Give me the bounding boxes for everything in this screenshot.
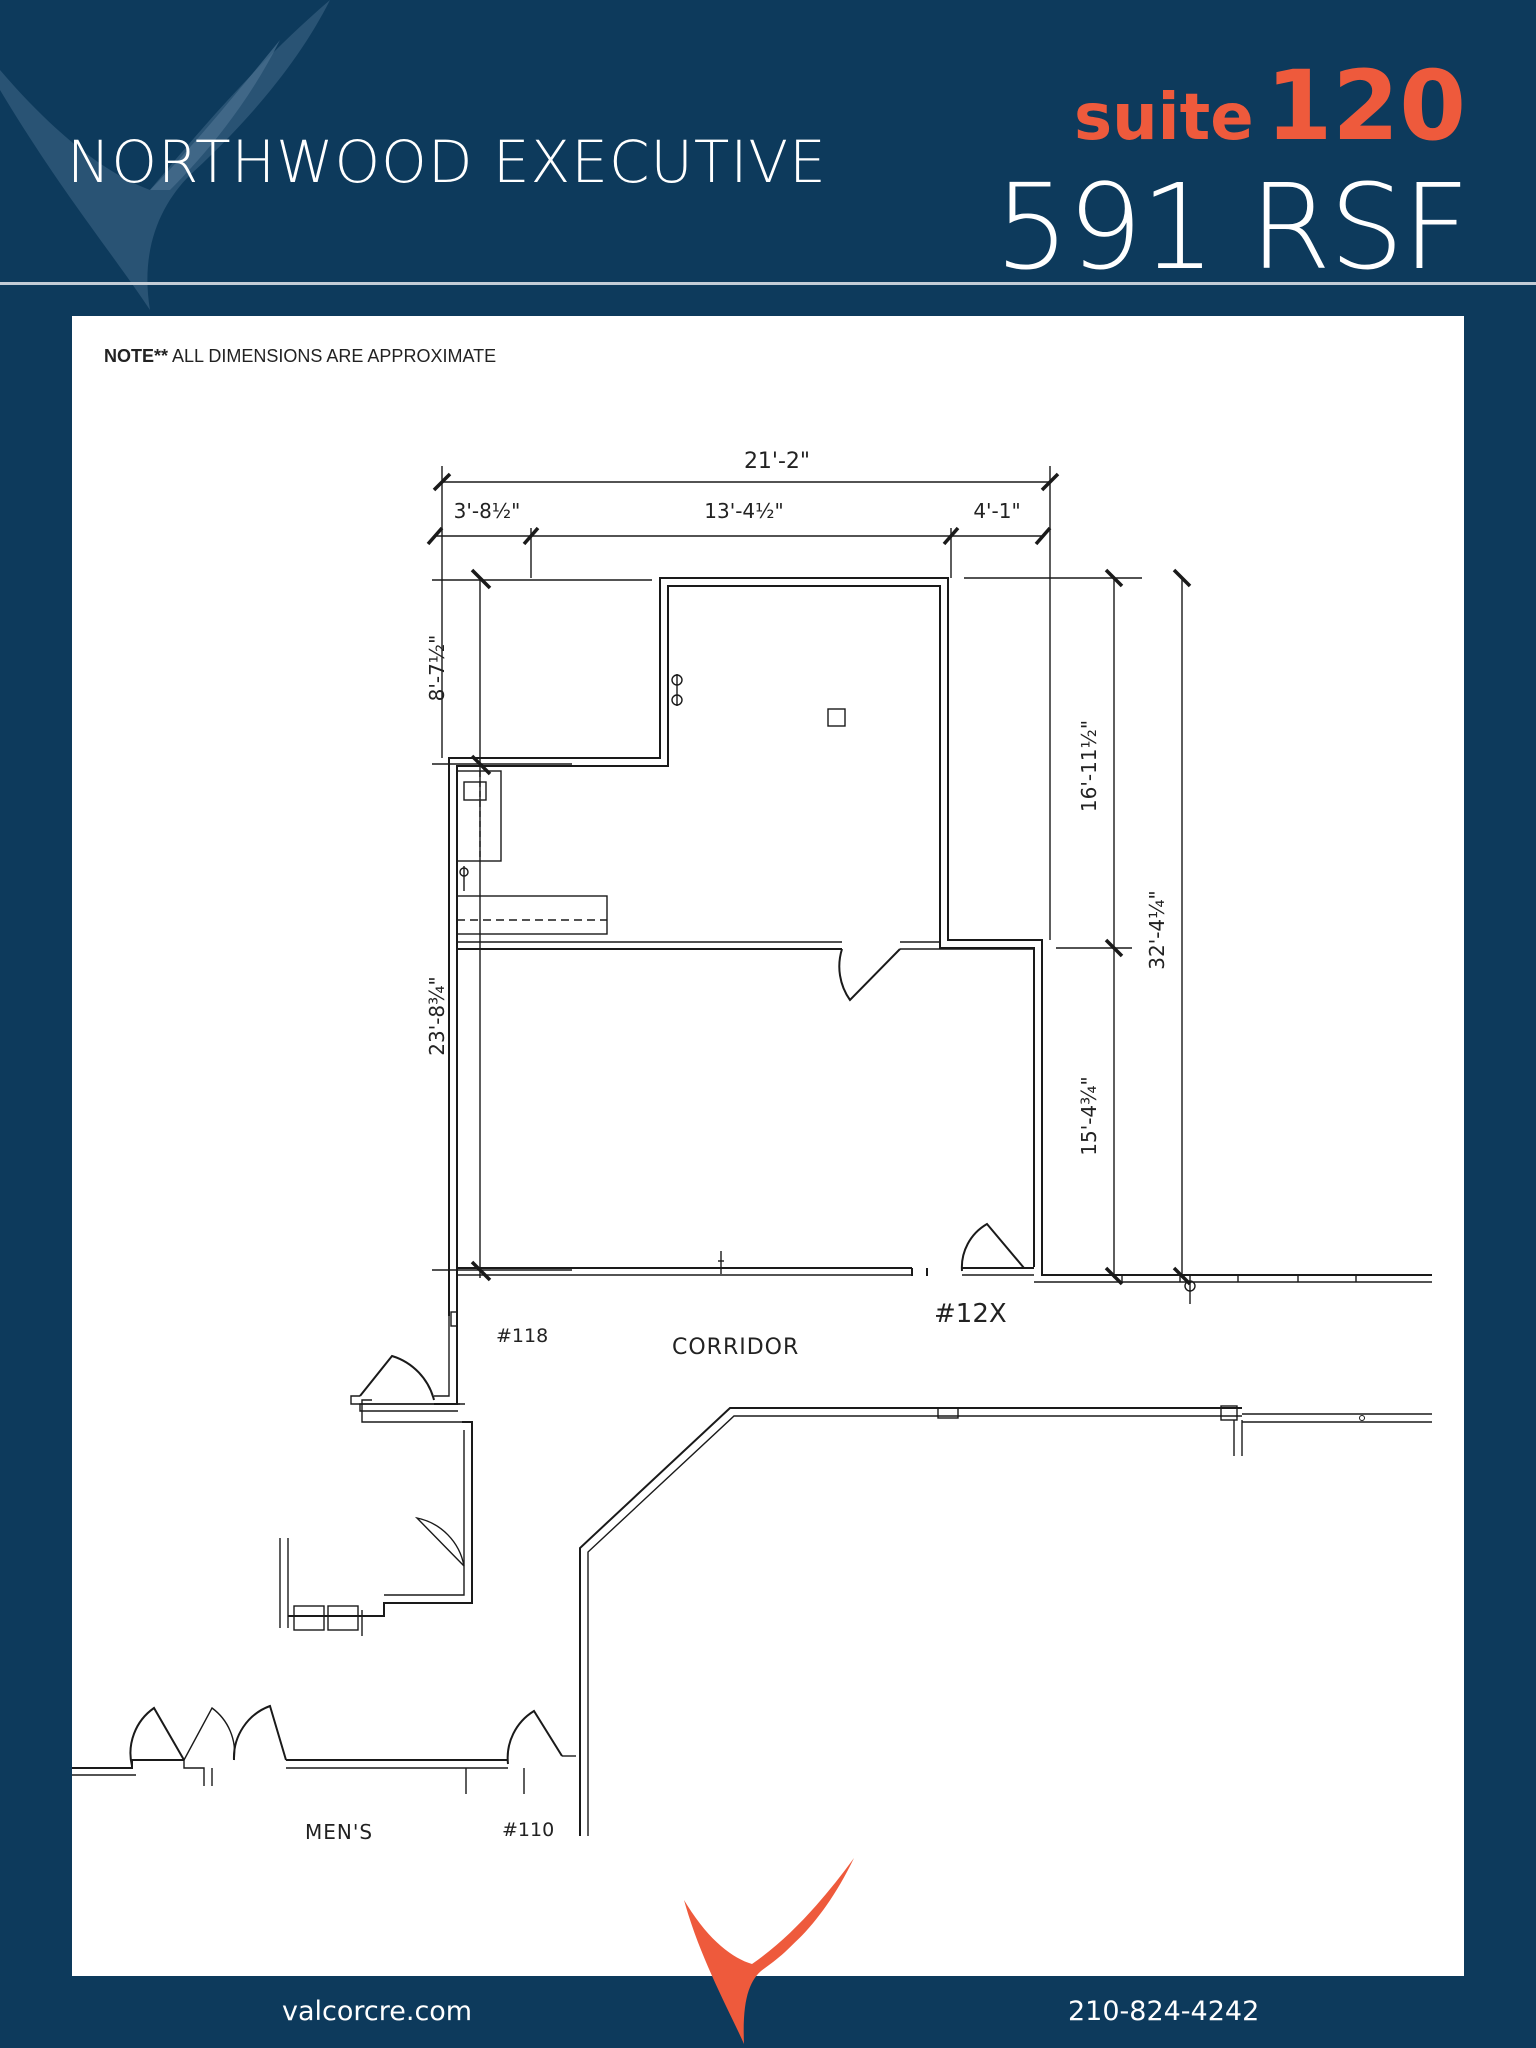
header-divider	[0, 282, 1536, 285]
property-name: NORTHWOOD EXECUTIVE	[67, 128, 827, 196]
phone-number[interactable]: 210-824-4242	[1068, 1996, 1260, 2027]
note-text: ALL DIMENSIONS ARE APPROXIMATE	[168, 346, 497, 366]
rentable-square-feet: 591 RSF	[994, 158, 1470, 296]
suite-110-label: #110	[502, 1819, 554, 1841]
floor-plan-panel: NOTE** ALL DIMENSIONS ARE APPROXIMATE	[72, 316, 1464, 1976]
dim-left-top-height: 8'-7½"	[425, 635, 449, 702]
interior-door	[838, 948, 901, 1002]
dim-overall-height: 32'-4¼"	[1145, 890, 1169, 969]
corridor-label: CORRIDOR	[672, 1335, 799, 1360]
mens-restroom-label: MEN'S	[305, 1820, 373, 1844]
valcor-logo	[684, 1858, 854, 2044]
dim-center-width: 13'-4½"	[704, 499, 783, 523]
entry-door	[960, 1222, 1025, 1272]
floor-plan-drawing: 21'-2" 3'-8½" 13'-4½" 4'-1" 8'-7½" 23'-8…	[72, 449, 1432, 1844]
dim-overall-width: 21'-2"	[744, 449, 810, 474]
suite-118-door	[359, 1354, 435, 1401]
dim-left-offset: 3'-8½"	[454, 499, 521, 523]
website-link[interactable]: valcorcre.com	[282, 1996, 473, 2027]
sink-cabinet	[456, 770, 502, 862]
suite-word: suite	[1074, 81, 1254, 155]
counter	[456, 895, 608, 935]
suite-number: 120	[1265, 50, 1466, 162]
suite-tag-label: #12X	[934, 1299, 1007, 1329]
suite-outer-wall	[448, 577, 1432, 1316]
dim-left-lower-height: 23'-8¾"	[425, 976, 449, 1055]
dim-right-offset: 4'-1"	[973, 499, 1020, 523]
corridor-east-wall	[579, 1407, 1242, 1836]
note-label: NOTE**	[104, 346, 169, 366]
suite-118-wall	[359, 1403, 465, 1412]
suite-inner-wall	[456, 585, 1035, 1316]
column	[827, 708, 846, 727]
valcor-logo-watermark	[0, 0, 330, 310]
dim-right-upper-height: 16'-11½"	[1077, 720, 1101, 812]
suite-118-label: #118	[496, 1325, 548, 1347]
dim-right-lower-height: 15'-4¾"	[1077, 1076, 1101, 1155]
mens-wall	[72, 1759, 184, 1769]
dimensions-note: NOTE** ALL DIMENSIONS ARE APPROXIMATE	[104, 346, 496, 367]
